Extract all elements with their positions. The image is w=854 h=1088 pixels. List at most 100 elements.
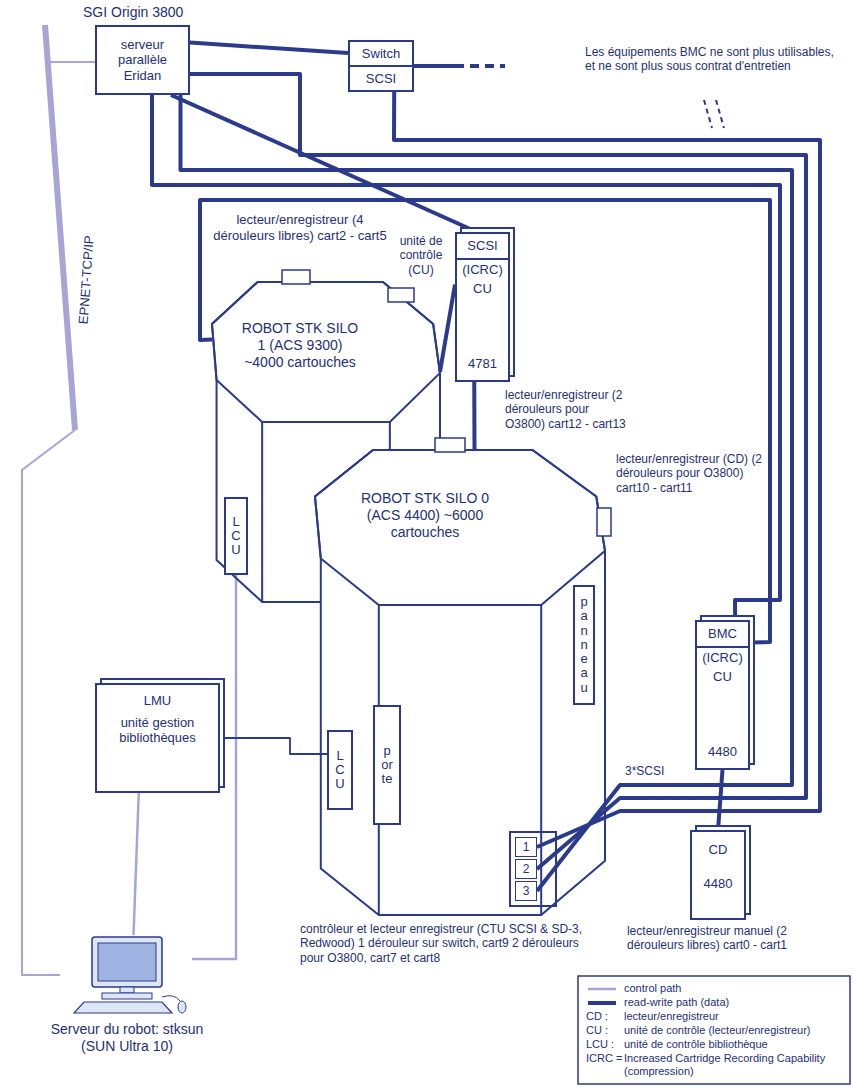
annotation: lecteur/enregistreur (4 dérouleurs libre… [210,212,390,243]
control-line [22,430,75,975]
annotation: unité de contrôle bibliothèque [624,1038,846,1051]
stand [120,987,134,993]
silo-silhouette [212,282,440,602]
annotation: Les équipements BMC ne sont plus utilisa… [585,45,847,74]
switch-box: SwitchSCSI [348,40,414,92]
annotation: unité de contrôle (CU) [388,234,454,277]
eridan-network-link [48,61,95,63]
server-caption: Serveur du robot: stksun (SUN Ultra 10) [32,1021,222,1055]
slot-number: 2 [523,862,530,876]
silo-top [315,450,605,605]
robot-server: Serveur du robot: stksun (SUN Ultra 10) [62,935,192,1015]
monitor [92,937,162,987]
panel-slot: 3 [515,881,537,901]
silo-top [212,282,440,422]
annotation: CU : [586,1024,608,1037]
annotation: LCU : [586,1038,614,1051]
computer-icon [62,935,192,1015]
read-write-path [171,95,477,232]
annotation: lecteur/enregistreur [624,1010,846,1023]
silo-label: ROBOT STK SILO 0 (ACS 4400) ~6000 cartou… [360,490,490,540]
unit-text: (ICRC) [457,260,508,280]
control-unit: BMC(ICRC)CU 4480 [695,620,750,770]
read-write-path [220,738,327,754]
tape-drive [597,508,611,536]
unit-text: SCSI [457,234,508,260]
server-name: serveur parallèle Eridan [101,37,184,84]
vertical-panel: panneau [573,585,595,705]
control-unit: SCSI(ICRC)CU 4781 [455,232,510,382]
lmu-title: LMU [144,693,171,709]
vertical-text: porte [381,744,394,787]
annotation: unité de contrôle (lecteur/enregistreur) [624,1024,846,1037]
legend-text: read-write path (data) [624,996,729,1009]
keyboard [74,1002,172,1013]
annotation: contrôleur et lecteur enregistreur (CTU … [300,922,605,965]
annotation: CD : [586,1010,608,1023]
bmc-dashed-stub [716,100,724,128]
annotation: lecteur/enregistreur manuel (2 dérouleur… [612,924,802,953]
read-write-path [190,74,806,869]
annotation: ICRC = [586,1052,622,1065]
server-box: SGI Origin 3800serveur parallèle Eridan [95,25,190,95]
unit-text: CU [457,279,508,299]
read-write-path [152,95,780,620]
legend-text: control path [624,982,681,995]
silo-label: ROBOT STK SILO 1 (ACS 9300) ~4000 cartou… [240,320,360,370]
switch-text: Switch [350,42,412,65]
tape-drive [435,438,465,452]
lmu-text: unité gestion bibliothèques [103,715,212,746]
silo-edge [540,605,542,915]
annotation: lecteur/enregistreur (2 dérouleurs pour … [505,388,627,431]
slot-number: 3 [523,884,530,898]
server-heading: SGI Origin 3800 [83,4,183,21]
switch-stub-dashed [455,64,505,68]
vertical-panel: LCU [327,730,353,810]
tape-drive-box: CD 4480 [690,830,746,920]
vertical-panel: porte [373,705,401,825]
read-write-path [718,770,723,830]
unit-text: BMC [697,622,748,648]
tape-drive [282,270,310,284]
annotation: Increased Cartridge Recording Capability… [624,1052,846,1078]
mouse-cord [162,996,180,1001]
epnet-bus [45,25,75,430]
unit-text: CU [697,667,748,687]
legend-swatch [588,1001,616,1005]
vertical-text: LCU [334,749,347,792]
silo-silhouette [315,450,605,915]
robot-silo: ROBOT STK SILO 1 (ACS 9300) ~4000 cartou… [212,282,440,602]
drive-text: CD [709,842,728,858]
control-path [134,793,139,935]
library-manager-box: LMU unité gestion bibliothèques [95,683,220,793]
annotation: 3*SCSI [625,764,664,778]
read-write-path [472,382,476,450]
read-write-path [394,92,820,847]
vertical-text: LCU [230,515,243,558]
unit-text: 4781 [457,354,508,380]
mouse [178,1001,186,1013]
legend-box [578,976,850,1084]
legend-swatch [588,988,616,991]
silo-edge [261,422,263,602]
vertical-text: panneau [578,595,591,695]
read-write-path [181,95,793,891]
silo-group [212,270,440,602]
robot-silo: ROBOT STK SILO 0 (ACS 4400) ~6000 cartou… [315,450,605,915]
unit-text: 4480 [697,742,748,768]
screen [98,943,156,981]
unit-text: (ICRC) [697,648,748,668]
bmc-dashed-stub [704,100,712,128]
base [102,993,152,999]
switch-text: SCSI [350,65,412,90]
slot-number: 1 [523,840,530,854]
panel-slot: 2 [515,859,537,879]
read-write-path [440,285,455,372]
read-write-path [190,43,348,54]
vertical-panel: LCU [224,497,248,575]
read-write-path [200,200,770,643]
tape-drive [388,288,414,302]
drive-text: 4480 [704,876,733,892]
annotation: lecteur/enregistreur (CD) (2 dérouleurs … [616,452,766,495]
